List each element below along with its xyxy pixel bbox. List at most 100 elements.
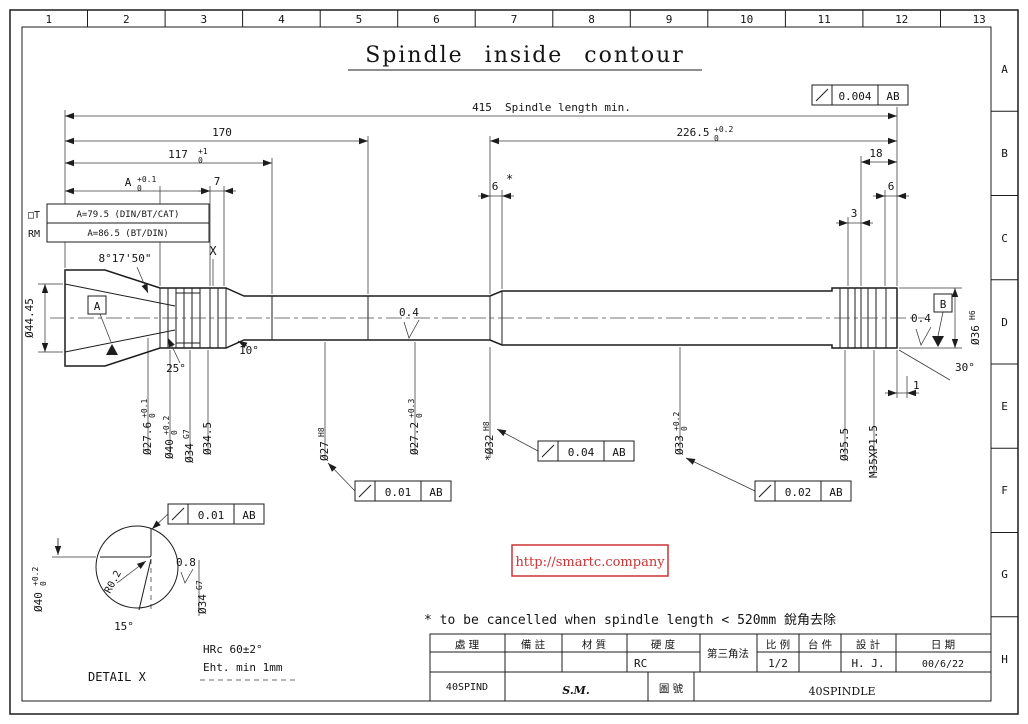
diam-27-fit: H8 <box>317 427 326 437</box>
tb-header-material: 材 質 <box>582 638 606 651</box>
angle-10: 10° <box>239 344 259 357</box>
gauge-note-prefix-2: RM <box>28 229 40 240</box>
runout-symbol-icon <box>541 444 555 458</box>
gauge-note-1: A=79.5 (DIN/BT/CAT) <box>77 210 180 220</box>
grid-col: 7 <box>511 13 518 26</box>
spindle-profile <box>50 269 951 381</box>
dim-117: 117 <box>168 148 188 161</box>
tb-process-value: 40SPIND <box>446 682 488 693</box>
finish-mid-value: 0.4 <box>399 306 419 319</box>
diam-36-fit: H6 <box>968 310 977 320</box>
grid-column-labels: 1 2 3 4 5 6 7 8 9 10 11 12 13 <box>45 13 985 26</box>
diam-32-fit: H8 <box>482 421 491 431</box>
grid-col: 11 <box>817 13 830 26</box>
detail-ref-x: X <box>209 244 217 258</box>
fcf-runout-top: 0.004 AB <box>811 84 909 106</box>
dimension-lines <box>41 112 959 397</box>
runout-symbol-icon <box>358 484 372 498</box>
dim-117-tol-dn: 0 <box>198 156 203 165</box>
angle-30: 30° <box>955 361 975 374</box>
diam-33-tol-dn: 0 <box>680 426 689 431</box>
tb-header-design: 設 計 <box>856 638 881 651</box>
fcf-runout-detail: 0.01 AB <box>151 503 265 530</box>
gauge-note-prefix-1: □T <box>28 210 40 221</box>
finish-rear-value: 0.4 <box>911 312 931 325</box>
dim-A-tol-dn: 0 <box>137 184 142 193</box>
detail-case-depth: Eht. min 1mm <box>203 661 283 674</box>
diam-345: Ø34.5 <box>201 422 214 455</box>
diam-33: Ø33 <box>673 435 686 455</box>
tb-header-date: 日 期 <box>931 639 955 651</box>
dim-170: 170 <box>212 126 232 139</box>
fcf-value: 0.02 <box>785 486 812 499</box>
surface-finish-icon <box>180 568 194 584</box>
detail-diam-40: Ø40 <box>32 592 45 612</box>
tb-header-scale: 比 例 <box>766 638 790 651</box>
fcf-runout-d27: 0.01 AB <box>327 462 452 502</box>
angle-callouts: 8°17'50" 25° 10° X <box>99 244 259 375</box>
grid-col: 3 <box>200 13 207 26</box>
grid-row-labels: A B C D E F G H <box>1001 63 1008 666</box>
cancel-note: * to be cancelled when spindle length < … <box>424 613 836 628</box>
detail-radius: R0.2 <box>103 569 124 595</box>
detail-angle: 15° <box>114 620 134 633</box>
grid-col: 8 <box>588 13 595 26</box>
detail-label: DETAIL X <box>88 670 147 684</box>
gauge-notes: □T A=79.5 (DIN/BT/CAT) RM A=86.5 (BT/DIN… <box>28 203 210 243</box>
datum-b-label: B <box>940 298 947 311</box>
diam-276-tol-up: +0.1 <box>140 399 149 418</box>
diameter-labels: Ø44.45 Ø27.6 +0.1 0 Ø40 +0.2 0 Ø34 G7 Ø3… <box>23 298 982 478</box>
runout-symbol-icon <box>171 507 185 521</box>
tb-header-remark: 備 註 <box>521 638 546 651</box>
runout-symbol-icon <box>758 484 772 498</box>
datum-a-label: A <box>94 300 101 313</box>
diam-36: Ø36 <box>969 325 982 345</box>
grid-col: 2 <box>123 13 130 26</box>
tb-date-value: 00/6/22 <box>922 659 964 670</box>
diam-32: *Ø32 <box>483 435 496 462</box>
grid-row: C <box>1001 232 1008 245</box>
fcf-value: 0.01 <box>385 486 412 499</box>
diam-272: Ø27.2 <box>408 422 421 455</box>
grid-ticks-top <box>87 10 941 27</box>
sheet-border <box>9 9 1019 715</box>
diam-40-tol-dn: 0 <box>170 430 179 435</box>
grid-col: 4 <box>278 13 285 26</box>
diam-27: Ø27 <box>318 441 331 461</box>
dim-6-mid: 6 <box>492 180 499 193</box>
detail-hardness: HRc 60±2° <box>203 643 263 656</box>
grid-row: H <box>1001 653 1008 666</box>
grid-col: 13 <box>973 13 986 26</box>
dim-2265: 226.5 <box>676 126 709 139</box>
drawing-title: Spindle inside contour <box>365 43 685 68</box>
grid-row: B <box>1001 147 1008 160</box>
fcf-value: 0.004 <box>838 90 871 103</box>
grid-col: 12 <box>895 13 908 26</box>
grid-row: F <box>1001 484 1008 497</box>
tb-drawing-no-label: 圖 號 <box>659 682 684 695</box>
angle-25: 25° <box>166 362 186 375</box>
grid-row: D <box>1001 316 1008 329</box>
tb-company-logo: S.M. <box>562 684 590 697</box>
dim-A-tol-up: +0.1 <box>137 175 156 184</box>
tb-header-qty: 台 件 <box>808 638 832 651</box>
dim-A: A <box>125 176 132 189</box>
title-block: 處 理 備 註 材 質 硬 度 第三角法 比 例 台 件 設 計 日 期 RC … <box>429 633 992 702</box>
diam-34: Ø34 <box>183 443 196 463</box>
grid-ticks-right <box>991 110 1018 618</box>
fcf-datums: AB <box>429 486 443 499</box>
diam-276-tol-dn: 0 <box>148 413 157 418</box>
datum-b-frame <box>933 293 953 313</box>
tb-header-projection: 第三角法 <box>707 647 749 660</box>
detail-diam-34-fit: G7 <box>195 580 204 590</box>
detail-diam-40-tol-up: +0.2 <box>31 567 40 586</box>
gauge-note-2: A=86.5 (BT/DIN) <box>87 229 168 239</box>
datum-triangle-icon <box>106 344 118 355</box>
diam-40: Ø40 <box>163 439 176 459</box>
diam-276: Ø27.6 <box>141 422 154 455</box>
dim-1: 1 <box>913 379 920 392</box>
dim-2265-tol-dn: 0 <box>714 134 719 143</box>
angle-taper: 8°17'50" <box>99 252 152 265</box>
grid-col: 9 <box>666 13 673 26</box>
